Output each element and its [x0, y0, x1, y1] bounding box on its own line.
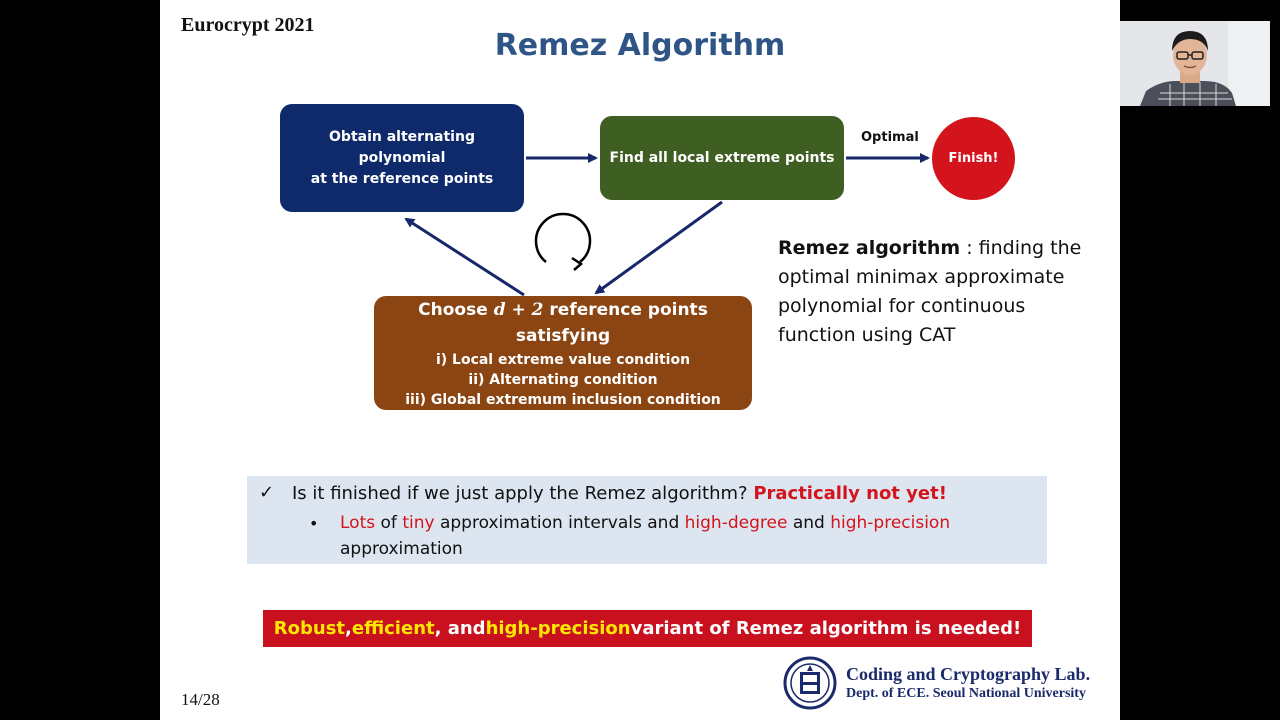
banner-rest: variant of Remez algorithm is needed!	[630, 618, 1022, 639]
presenter-video-icon	[1120, 21, 1270, 106]
banner-robust: Robust	[273, 618, 346, 639]
remez-description: Remez algorithm : finding the optimal mi…	[778, 234, 1098, 350]
seg-high-precision: high-precision	[830, 513, 951, 533]
question-box: ✓ Is it finished if we just apply the Re…	[247, 476, 1047, 564]
page-number: 14/28	[181, 690, 220, 709]
lab-name: Coding and Cryptography Lab.	[846, 664, 1091, 684]
seg-high-degree: high-degree	[684, 513, 788, 533]
flow-arrows	[404, 153, 930, 297]
slide: Eurocrypt 2021 Remez Algorithm Obtain al…	[160, 0, 1120, 720]
seg-of: of	[375, 513, 403, 533]
step3-math: d + 2	[493, 299, 544, 320]
conference-label: Eurocrypt 2021	[181, 14, 315, 36]
step-choose-reference-points: Choose d + 2 reference points satisfying…	[374, 296, 752, 410]
step3-suffix: reference points satisfying	[515, 299, 708, 346]
banner-sep2: , and	[434, 618, 486, 639]
conclusion-banner: Robust, efficient, and high-precision va…	[263, 610, 1032, 647]
question-line: Is it finished if we just apply the Reme…	[292, 483, 947, 504]
step3-heading: Choose d + 2 reference points satisfying	[374, 297, 752, 349]
step2-label: Find all local extreme points	[609, 150, 835, 166]
seg-lots: Lots	[340, 513, 376, 533]
arrow-box3-to-box1	[404, 217, 525, 297]
seg-approximation: approximation	[340, 539, 463, 559]
optimal-label: Optimal	[861, 130, 919, 145]
banner-sep1: ,	[345, 618, 352, 639]
description-term: Remez algorithm	[778, 237, 961, 259]
step-obtain-polynomial: Obtain alternating polynomial at the ref…	[280, 104, 524, 212]
step1-line1: Obtain alternating polynomial	[329, 128, 475, 166]
seg-tiny: tiny	[402, 513, 435, 533]
bullet-icon: •	[309, 514, 319, 533]
presenter-webcam	[1120, 21, 1270, 106]
check-icon: ✓	[259, 482, 275, 503]
finish-label: Finish!	[948, 151, 999, 166]
step3-prefix: Choose	[418, 299, 494, 320]
banner-high-precision: high-precision	[485, 618, 631, 639]
finish-node: Finish!	[932, 117, 1015, 200]
step3-condition-3: iii) Global extremum inclusion condition	[405, 391, 721, 408]
snu-emblem-icon	[783, 656, 837, 710]
loop-icon	[534, 212, 592, 271]
seg-intervals: approximation intervals and	[434, 513, 685, 533]
bullet-text: Lots of tiny approximation intervals and…	[340, 510, 1020, 562]
slide-title: Remez Algorithm	[494, 28, 786, 63]
seg-and: and	[787, 513, 831, 533]
lab-department: Dept. of ECE. Seoul National University	[846, 686, 1086, 701]
description-text: : finding the optimal minimax approximat…	[778, 237, 1082, 346]
step3-condition-1: i) Local extreme value condition	[435, 351, 691, 368]
step3-condition-2: ii) Alternating condition	[468, 371, 658, 388]
banner-efficient: efficient	[351, 618, 435, 639]
arrow-box2-to-box3	[594, 200, 723, 295]
question-answer: Practically not yet!	[753, 483, 947, 504]
step-find-extreme-points: Find all local extreme points	[600, 116, 844, 200]
step1-line2: at the reference points	[310, 170, 494, 187]
question-text: Is it finished if we just apply the Reme…	[292, 483, 754, 504]
